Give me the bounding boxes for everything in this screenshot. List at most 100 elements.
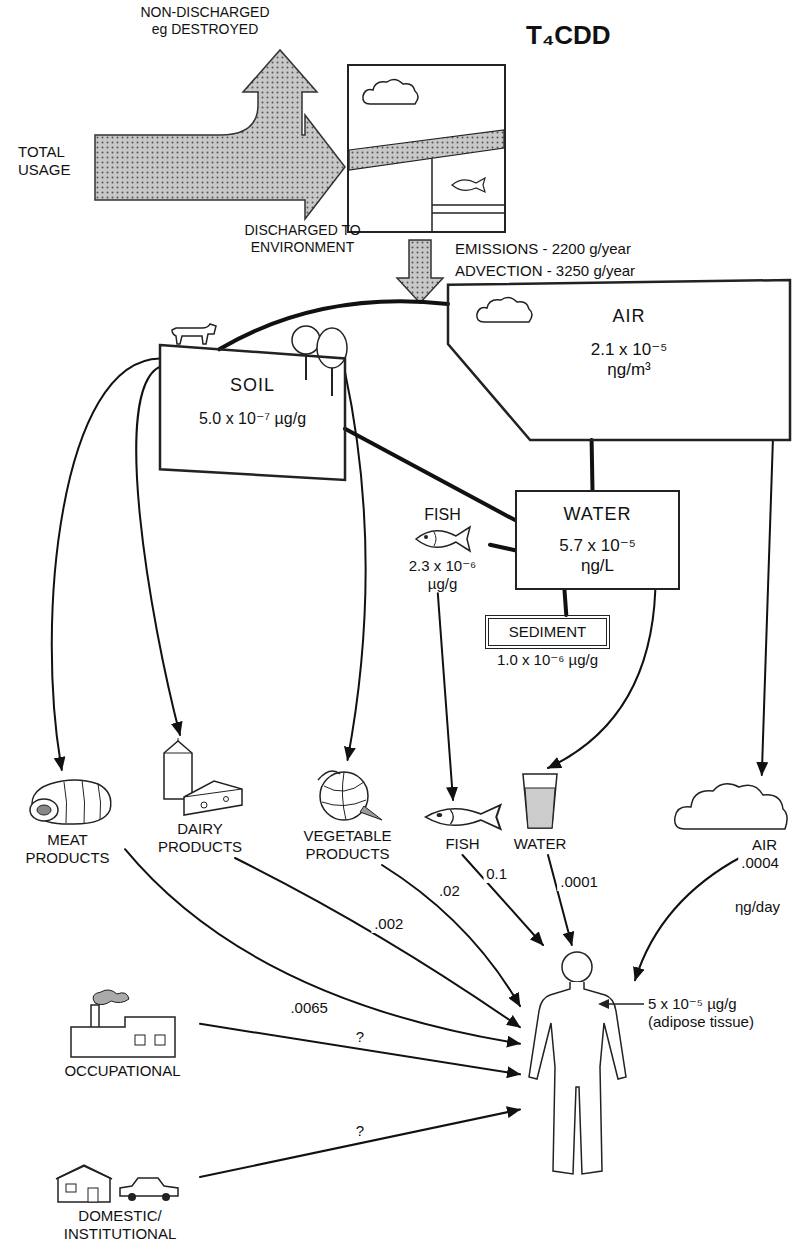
- intake-rate-label: .0001: [557, 873, 601, 891]
- intake-rate-label: .002: [371, 915, 406, 933]
- node-icon-part: [164, 738, 192, 753]
- compartment-link: [219, 301, 448, 349]
- environment-land: [349, 130, 504, 170]
- exposure-source: OCCUPATIONAL: [45, 985, 200, 1082]
- node-icon: [310, 762, 386, 824]
- quantity-label: EMISSIONS - 2200 g/year: [455, 240, 685, 258]
- environment-shore: [431, 159, 433, 231]
- node-icon-part: [88, 1188, 98, 1202]
- discharge-arrow: [397, 240, 443, 303]
- unit-label: ηg/day: [735, 898, 805, 916]
- node-icon-part: [162, 1193, 170, 1201]
- node-heading: VEGETABLE PRODUCTS: [292, 827, 403, 863]
- node-icon-part: [606, 1003, 644, 1005]
- intake-arrow: [345, 372, 366, 760]
- diagram-title: T₄CDD: [526, 20, 611, 51]
- node-value: 5.7 x 10⁻⁵ ηg/L: [548, 536, 648, 577]
- node-icon-part: [93, 990, 129, 1005]
- compartment-link: [565, 590, 567, 615]
- compartment-box: AIR 2.1 x 10⁻⁵ ηg/m³: [448, 280, 790, 440]
- intake-rate-label: ?: [353, 1122, 367, 1140]
- node-heading: OCCUPATIONAL: [47, 1062, 198, 1080]
- node-icon-part: [424, 535, 428, 539]
- node-icon-part: [224, 797, 229, 802]
- intake-arrow: [200, 1110, 520, 1178]
- intake-arrow: [382, 865, 520, 1006]
- node-icon-part: [164, 741, 192, 799]
- intake-arrow: [52, 359, 160, 771]
- node-icon: [519, 770, 561, 832]
- node-value: 2.1 x 10⁻⁵ ηg/m³: [574, 340, 684, 381]
- node-icon-part: [128, 1193, 136, 1201]
- node-icon-part: [525, 788, 555, 828]
- human-figure: 5 x 10⁻⁵ µg/g (adipose tissue): [520, 945, 635, 1180]
- node-icon: [154, 737, 246, 817]
- node-icon: [474, 294, 536, 326]
- node-heading: FISH: [395, 505, 490, 524]
- flow-label: NON-DISCHARGED eg DESTROYED: [135, 4, 275, 38]
- node-value: 1.0 x 10⁻⁶ µg/g: [489, 651, 606, 669]
- intake-rate-label: .02: [436, 882, 463, 900]
- node-icon-part: [434, 532, 436, 546]
- node-icon-part: [425, 805, 500, 829]
- node-icon-part: [56, 1165, 112, 1179]
- node-heading: AIR: [528, 306, 730, 328]
- usage-flow-arrow: [95, 50, 345, 219]
- node-icon-part: [155, 1035, 165, 1045]
- intake-rate-label: ?: [353, 1028, 367, 1046]
- environment-cloud: [363, 79, 418, 104]
- food-source: DAIRY PRODUCTS: [150, 735, 250, 858]
- tree-trunk: [331, 366, 333, 396]
- exposure-source: DOMESTIC/ INSTITUTIONAL: [40, 1160, 200, 1245]
- intake-rate-label: .0065: [287, 999, 331, 1017]
- compartment-box: WATER5.7 x 10⁻⁵ ηg/L: [515, 490, 680, 590]
- intake-arrow: [463, 855, 544, 945]
- food-source: MEAT PRODUCTS: [10, 770, 125, 869]
- node-icon-part: [450, 810, 453, 824]
- node-icon: [54, 1162, 186, 1204]
- intake-arrow: [762, 440, 773, 775]
- node-heading: WATER: [502, 835, 578, 853]
- node-heading: DOMESTIC/ INSTITUTIONAL: [42, 1207, 198, 1243]
- node-icon-part: [135, 1035, 145, 1045]
- node-icon-part: [436, 813, 442, 817]
- intake-source: AIR: [668, 775, 793, 856]
- compartment-link: [590, 440, 595, 490]
- environment-sediment-line: [432, 212, 504, 214]
- node-icon: [65, 987, 181, 1059]
- node-icon-part: [562, 952, 592, 982]
- node-icon-part: [674, 784, 786, 829]
- node-icon-part: [318, 771, 340, 780]
- node-icon-part: [64, 780, 101, 824]
- environment-picture: [348, 65, 505, 232]
- node-heading: 5 x 10⁻⁵ µg/g (adipose tissue): [648, 995, 783, 1031]
- node-icon-part: [184, 781, 242, 815]
- compartment-outline-shape: [160, 345, 345, 480]
- node-icon-part: [71, 1017, 175, 1057]
- node-icon: [20, 772, 116, 828]
- intake-arrow: [235, 858, 520, 1027]
- compartment-outline-shape: [448, 280, 790, 440]
- node-value: 2.3 x 10⁻⁶ µg/g: [398, 557, 488, 593]
- environment-sediment-line: [432, 204, 504, 206]
- compartment-link: [490, 545, 515, 551]
- tree-crown: [292, 326, 320, 354]
- node-heading: AIR: [670, 836, 791, 854]
- node-icon-part: [598, 999, 609, 1009]
- food-source: FISH: [415, 800, 510, 855]
- node-icon-part: [416, 527, 470, 551]
- node-icon: [412, 524, 474, 554]
- intake-arrow: [125, 849, 520, 1043]
- node-icon: [420, 802, 506, 832]
- compartment-box: SOIL5.0 x 10⁻⁷ µg/g: [160, 345, 345, 480]
- tree-crown: [317, 328, 347, 368]
- node-icon-part: [360, 806, 382, 820]
- intake-arrow: [200, 1024, 520, 1075]
- node-value: 5.0 x 10⁻⁷ µg/g: [172, 409, 333, 428]
- node-icon-part: [30, 799, 58, 821]
- node-icon-part: [477, 297, 532, 322]
- node-heading: DAIRY PRODUCTS: [152, 820, 248, 856]
- intake-rate-label: .0004: [738, 854, 782, 872]
- flow-label: TOTAL USAGE: [18, 143, 93, 179]
- food-source: VEGETABLE PRODUCTS: [290, 760, 405, 865]
